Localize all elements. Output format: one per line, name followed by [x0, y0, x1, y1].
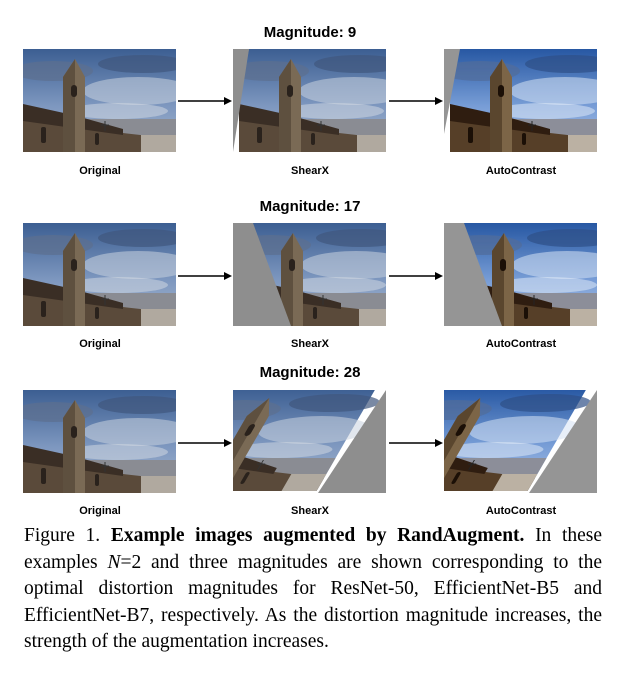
caption-variable: N: [107, 551, 121, 573]
shearx-image: [233, 223, 386, 326]
arrow-icon: [389, 438, 443, 448]
arrow-icon: [178, 271, 232, 281]
shearx-label: ShearX: [291, 165, 329, 177]
original-image: [23, 223, 176, 326]
row-2-title: Magnitude: 17: [259, 198, 361, 215]
arrow-icon: [389, 96, 443, 106]
original-label: Original: [79, 338, 121, 350]
original-image: [23, 390, 176, 493]
shearx-image: [233, 49, 386, 152]
autocontrast-label: AutoContrast: [485, 165, 557, 177]
caption-text-1: In these examples: [24, 525, 603, 573]
caption-text-2: =2 and three magnitudes are shown corres…: [24, 551, 602, 653]
caption-prefix: Figure 1.: [24, 525, 101, 546]
original-label: Original: [79, 505, 121, 517]
arrow-icon: [389, 271, 443, 281]
arrow-icon: [178, 438, 232, 448]
autocontrast-label: AutoContrast: [485, 505, 557, 517]
autocontrast-image: [444, 49, 597, 152]
row-1-title: Magnitude: 9: [263, 24, 357, 41]
original-label: Original: [79, 165, 121, 177]
shearx-label: ShearX: [291, 505, 329, 517]
shearx-label: ShearX: [291, 338, 329, 350]
figure-caption: Figure 1. Example images augmented by Ra…: [24, 523, 602, 656]
autocontrast-image: [444, 223, 597, 326]
original-image: [23, 49, 176, 152]
autocontrast-image: [444, 390, 597, 493]
autocontrast-label: AutoContrast: [485, 338, 557, 350]
caption-bold: Example images augmented by RandAugment.: [110, 525, 525, 546]
shearx-image: [233, 390, 386, 493]
arrow-icon: [178, 96, 232, 106]
row-3-title: Magnitude: 28: [259, 364, 361, 381]
